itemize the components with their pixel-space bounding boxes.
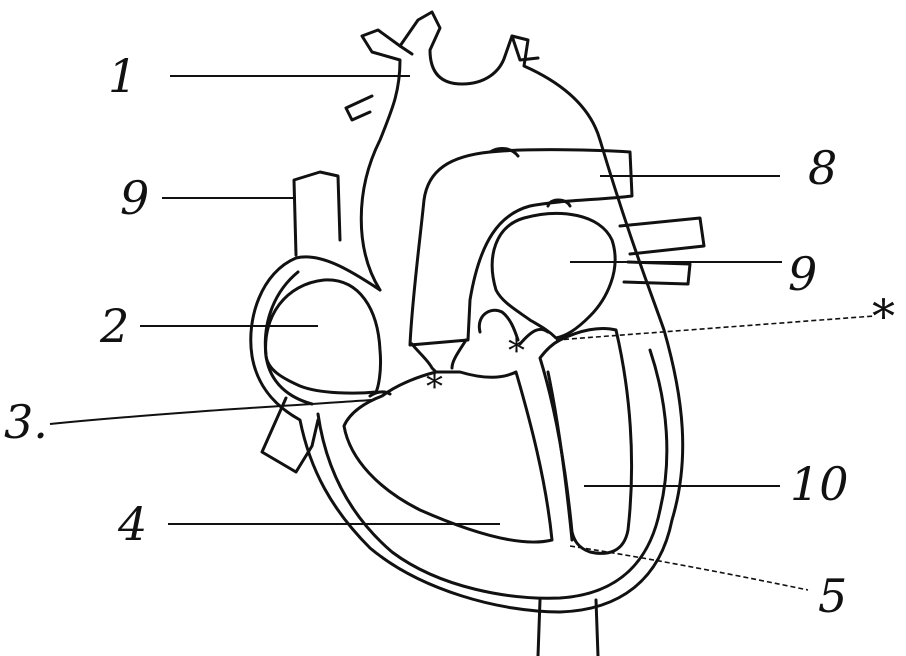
right-ventricle xyxy=(344,372,552,542)
left-atrium xyxy=(492,213,615,338)
left-ventricle xyxy=(540,328,632,553)
label-star: * xyxy=(872,289,895,343)
pulmonary-veins xyxy=(620,218,704,284)
label-8: 8 xyxy=(808,141,837,195)
right-atrium xyxy=(266,280,381,393)
interventricular-septum xyxy=(548,372,572,540)
label-1: 1 xyxy=(108,49,137,103)
valve-marker-tricuspid: * xyxy=(426,367,443,407)
label-5: 5 xyxy=(818,569,847,623)
inferior-vena-cava xyxy=(262,398,318,472)
label-9-right: 9 xyxy=(788,247,817,301)
label-10: 10 xyxy=(790,457,849,511)
label-2: 2 xyxy=(99,299,129,353)
label-4: 4 xyxy=(117,497,147,551)
label-9-left: 9 xyxy=(120,171,149,225)
superior-vena-cava xyxy=(294,172,340,255)
valve-marker-mitral: * xyxy=(508,331,525,371)
label-3: 3. xyxy=(4,395,48,449)
